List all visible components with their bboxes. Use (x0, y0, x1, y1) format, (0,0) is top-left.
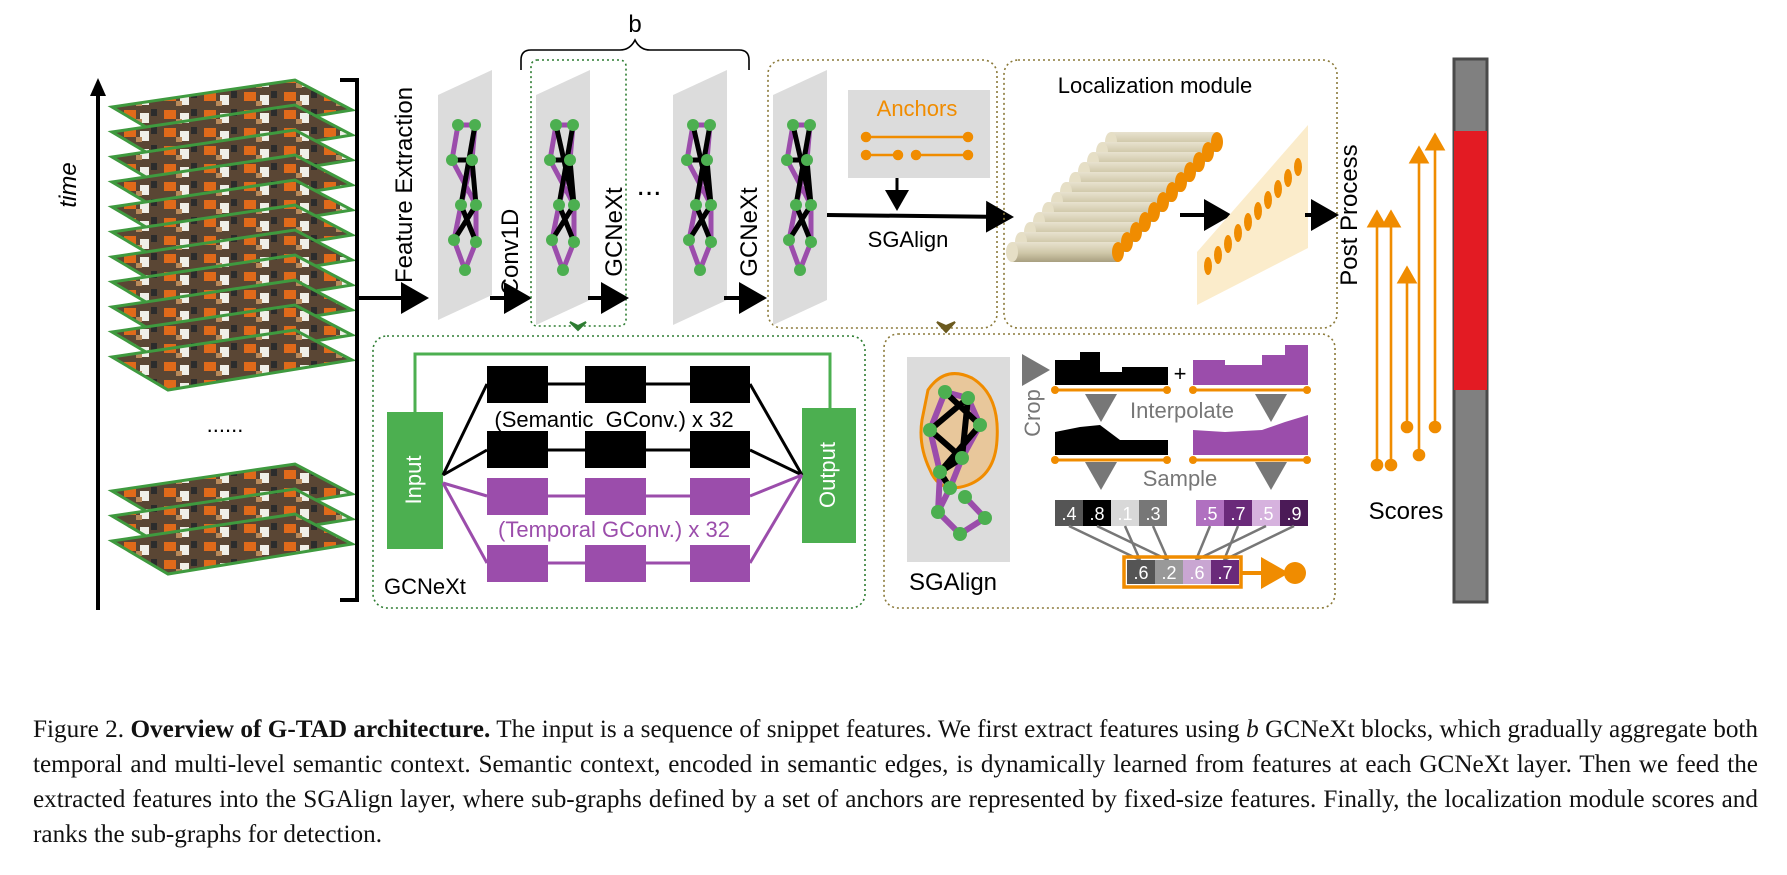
localization-box (1003, 59, 1338, 329)
timeline-bar (1452, 57, 1489, 604)
mixed-value-2: .2 (1161, 563, 1176, 583)
time-axis: time (55, 78, 106, 610)
black-value-1: .4 (1061, 504, 1076, 524)
gcnext-zoom-marker (569, 321, 587, 332)
input-label: Input (401, 456, 426, 505)
anchors-panel: Anchors (848, 90, 990, 178)
purple-value-3: .5 (1258, 504, 1273, 524)
figure-caption: Figure 2. Overview of G-TAD architecture… (33, 712, 1758, 852)
gtad-architecture-diagram: ...... time Feature Extraction Conv1D b (55, 11, 1489, 610)
stack-bracket (340, 78, 359, 602)
interpolate-label: Interpolate (1130, 398, 1234, 423)
caption-part-1: The input is a sequence of snippet featu… (496, 716, 1240, 743)
sgalign-top-label: SGAlign (868, 227, 949, 252)
plus-sign: + (1174, 361, 1187, 386)
scores-label: Scores (1369, 498, 1444, 525)
mixed-value-1: .6 (1133, 563, 1148, 583)
brace-b (520, 38, 750, 70)
black-value-2: .8 (1089, 504, 1104, 524)
crop-label: Crop (1020, 389, 1045, 437)
sgalign-main-arrow (826, 200, 1014, 233)
caption-title: Overview of G-TAD architecture. (130, 716, 491, 743)
black-value-4: .3 (1145, 504, 1160, 524)
graph-plane-2 (536, 70, 590, 325)
caption-b: b (1246, 716, 1259, 743)
video-frame-stack: ...... (107, 78, 357, 576)
purple-value-2: .7 (1230, 504, 1245, 524)
score-arrows (1366, 132, 1446, 472)
localization-module-label: Localization module (1058, 73, 1252, 98)
gcnext-detail-panel: Input Output (372, 335, 866, 609)
graph-plane-1 (438, 70, 492, 320)
gcnext-label-1: GCNeXt (601, 187, 628, 277)
temporal-gconv-label: (Temporal GConv.) x 32 (498, 517, 730, 542)
sgalign-detail-panel: SGAlign Crop + Interpolate Sample .4 (883, 333, 1336, 609)
sgalign-detail-title: SGAlign (909, 569, 997, 596)
input-block (387, 412, 443, 549)
feature-extraction-label: Feature Extraction (391, 87, 418, 283)
mixed-value-4: .7 (1217, 563, 1232, 583)
caption-part-2: GCNeXt blocks, which gradually aggregate… (33, 716, 1759, 848)
post-process-label: Post Process (1336, 144, 1363, 285)
semantic-gconv-label: (Semantic GConv.) x 32 (494, 407, 733, 432)
ellipsis-dots: ... (636, 169, 661, 202)
sgalign-box (767, 59, 998, 329)
graph-plane-3 (673, 70, 727, 325)
mixed-value-3: .6 (1189, 563, 1204, 583)
sgalign-zoom-marker (936, 321, 956, 334)
frames-ellipsis: ...... (207, 412, 244, 437)
brace-b-label: b (628, 11, 641, 38)
output-block (802, 408, 856, 543)
output-label: Output (815, 442, 840, 508)
score-plane (1197, 125, 1308, 305)
conv1d-label: Conv1D (497, 209, 524, 296)
black-value-3: .1 (1117, 504, 1132, 524)
time-label: time (55, 162, 82, 207)
gcnext-detail-title: GCNeXt (384, 574, 466, 599)
video-frame-bottom (107, 462, 357, 576)
gcnext-label-2: GCNeXt (736, 187, 763, 277)
caption-prefix: Figure 2. (33, 716, 125, 743)
sample-label: Sample (1143, 466, 1218, 491)
cylinder-stack (1006, 132, 1223, 262)
detected-segment (1454, 131, 1487, 390)
anchors-label: Anchors (877, 96, 958, 121)
purple-value-1: .5 (1202, 504, 1217, 524)
purple-value-4: .9 (1286, 504, 1301, 524)
graph-plane-4 (773, 70, 827, 325)
video-frame (107, 78, 357, 392)
